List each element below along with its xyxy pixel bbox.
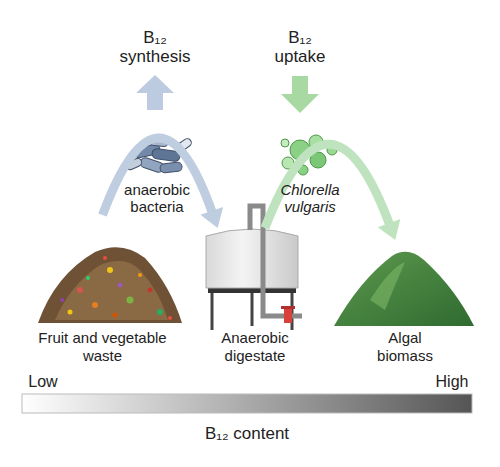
node-label: Fruit and vegetable waste [33, 329, 173, 365]
up-arrow [136, 75, 174, 110]
node-label: Anaerobic digestate [200, 329, 310, 365]
arrow-head [378, 219, 401, 240]
text-label: B₁₂ uptake [264, 28, 336, 66]
text-label: High [427, 372, 477, 391]
biomass-pile [334, 252, 474, 326]
curved-arrow [103, 138, 214, 217]
text-label: Low [18, 372, 68, 391]
illustration-node: Anaerobic digestate [200, 228, 310, 365]
digester-tank [206, 206, 302, 330]
illustration-node: Algal biomass [335, 240, 475, 365]
waste-pile [38, 247, 182, 323]
curved-arrow [265, 144, 391, 229]
gradient-bar [22, 394, 472, 413]
node-label: Algal biomass [365, 329, 445, 365]
arrow-head [200, 207, 223, 228]
edge-label: Chlorella vulgaris [269, 181, 351, 215]
down-arrow [281, 76, 319, 113]
text-label: B₁₂ synthesis [113, 28, 198, 66]
illustration-node: Fruit and vegetable waste [25, 215, 180, 365]
text-label: B₁₂ content [167, 424, 327, 443]
edge-label: anaerobic bacteria [116, 181, 198, 215]
